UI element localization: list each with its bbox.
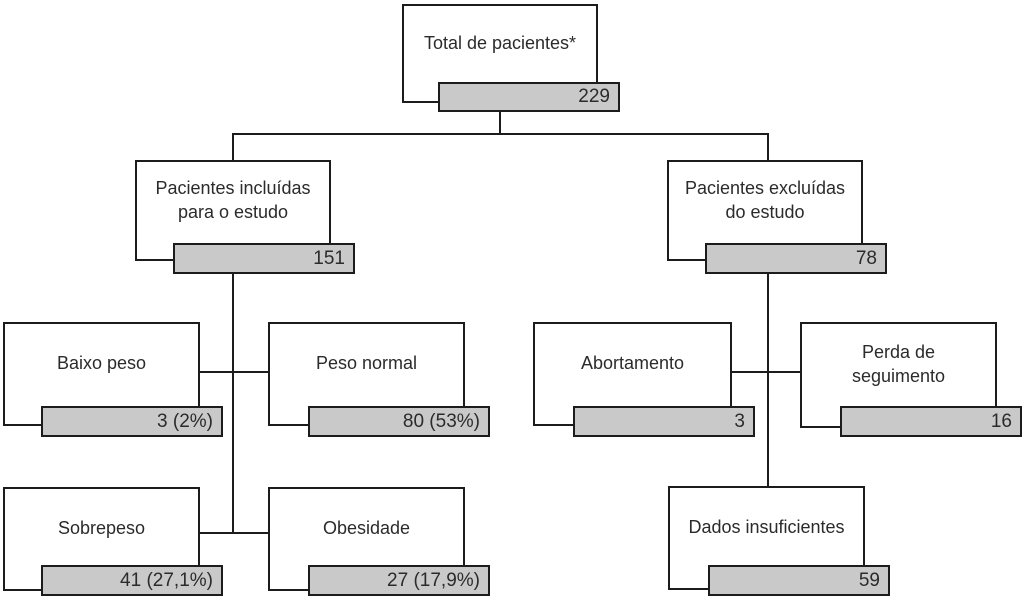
node-total-value-bar: 229 [438,82,620,112]
connector-left-row2 [200,532,268,534]
connector-right-row1 [732,371,800,373]
node-abortamento-value: 3 [734,410,745,432]
node-abortamento-value-bar: 3 [573,406,755,437]
node-peso-normal-label: Peso normal [315,353,418,373]
node-sobrepeso-label: Sobrepeso [57,518,146,538]
node-dados-insuficientes-label: Dados insuficientes [688,517,845,537]
node-included-value: 151 [313,247,345,269]
node-perda-seguimento-label: Perda de seguimento [851,342,946,386]
node-abortamento-label: Abortamento [580,353,685,373]
node-baixo-peso-label: Baixo peso [56,353,147,373]
node-obesidade-value: 27 (17,9%) [387,569,480,591]
connector-excluded-stub [767,133,769,161]
connector-left-trunk [232,274,234,534]
node-total-value: 229 [578,86,610,107]
node-peso-normal-value-bar: 80 (53%) [308,406,490,437]
node-baixo-peso-value: 3 (2%) [157,410,213,432]
node-excluded-value-bar: 78 [705,243,887,274]
connector-left-row1 [200,371,268,373]
node-abortamento-box: Abortamento [533,322,732,426]
node-obesidade-label: Obesidade [322,518,411,538]
node-excluded-value: 78 [855,247,877,269]
node-included-value-bar: 151 [173,243,355,274]
node-sobrepeso-value: 41 (27,1%) [120,569,213,591]
node-sobrepeso-value-bar: 41 (27,1%) [41,565,223,596]
connector-total-down [499,110,501,135]
node-excluded-label: Pacientes excluídas do estudo [684,177,846,222]
connector-level1-horizontal [232,133,769,135]
node-dados-insuficientes-value-bar: 59 [708,565,890,596]
connector-included-stub [232,133,234,161]
node-perda-seguimento-value: 16 [990,410,1012,432]
node-included-label: Pacientes incluídas para o estudo [155,177,311,222]
node-baixo-peso-value-bar: 3 (2%) [41,406,223,437]
node-total-label: Total de pacientes* [423,32,577,53]
node-peso-normal-value: 80 (53%) [402,410,480,432]
node-dados-insuficientes-value: 59 [858,569,880,591]
connector-right-trunk [767,274,769,488]
node-obesidade-value-bar: 27 (17,9%) [308,565,490,596]
node-perda-seguimento-value-bar: 16 [840,406,1022,437]
